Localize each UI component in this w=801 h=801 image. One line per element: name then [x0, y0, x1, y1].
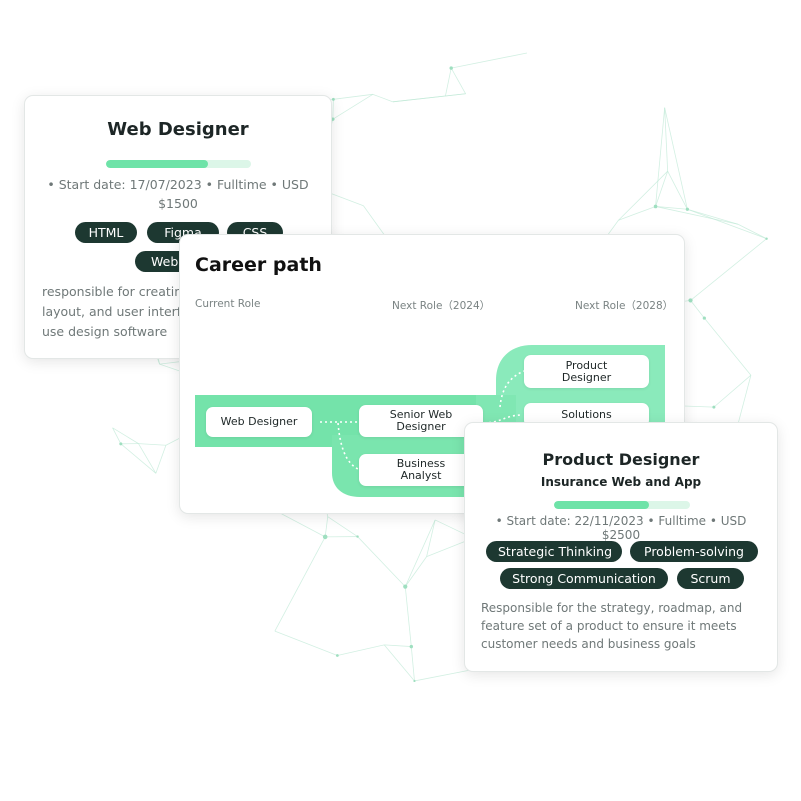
skill-tag: HTML [75, 222, 137, 243]
network-dot [449, 66, 453, 70]
skill-tag: Problem-solving [630, 541, 758, 562]
network-dot [409, 644, 414, 649]
network-line [618, 170, 668, 221]
network-line [112, 427, 139, 444]
column-label-current: Current Role [195, 298, 261, 310]
network-line [404, 556, 427, 587]
product-designer-progress-fill [554, 501, 650, 509]
product-designer-meta: • Start date: 22/11/2023 • Fulltime • US… [495, 514, 747, 542]
web-designer-title: Web Designer [107, 119, 249, 140]
network-line [410, 646, 415, 681]
network-dot [413, 679, 416, 683]
network-line [667, 171, 688, 210]
network-line [704, 317, 752, 376]
column-label-next-2028: Next Role（2028） [575, 300, 674, 312]
role-node-senior-web-designer[interactable]: Senior Web Designer [359, 405, 483, 437]
network-line [333, 93, 373, 100]
network-line [404, 519, 436, 587]
network-line [664, 107, 669, 172]
web-designer-meta-line1: • Start date: 17/07/2023 • Fulltime • US… [47, 177, 309, 192]
network-line [690, 300, 705, 319]
network-line [392, 95, 446, 103]
network-dot [119, 442, 123, 446]
network-line [332, 99, 334, 120]
role-node-label: Web Designer [220, 415, 298, 428]
role-node-product-designer[interactable]: Product Designer [524, 355, 649, 388]
web-designer-progress [106, 160, 251, 168]
network-line [332, 93, 374, 120]
role-node-business-analyst[interactable]: Business Analyst [359, 454, 483, 486]
role-node-label: Business Analyst [396, 457, 446, 482]
web-designer-meta-line2: $1500 [158, 196, 198, 211]
network-line [274, 536, 326, 632]
network-dot [702, 316, 706, 320]
network-dot [322, 534, 328, 540]
network-line [414, 669, 474, 682]
network-line [450, 67, 466, 94]
skill-tag: Scrum [677, 568, 744, 589]
network-dot [653, 204, 658, 209]
network-line [383, 644, 415, 682]
network-line [324, 516, 329, 537]
network-line [372, 93, 394, 103]
network-line [655, 107, 666, 207]
network-dot [685, 207, 689, 211]
web-designer-meta: • Start date: 17/07/2023 • Fulltime • US… [45, 175, 311, 213]
product-designer-progress [554, 501, 690, 509]
network-line [655, 206, 688, 210]
network-dot [356, 535, 359, 538]
network-dot [765, 237, 768, 240]
network-line [713, 374, 752, 408]
network-dot [403, 584, 408, 589]
network-line [404, 586, 412, 647]
network-line [384, 644, 412, 647]
network-line [690, 238, 767, 301]
network-line [737, 223, 767, 240]
network-dot [335, 654, 339, 657]
product-designer-subtitle: Insurance Web and App [540, 475, 702, 489]
column-label-next-2024: Next Role（2024） [392, 300, 491, 312]
network-dot [712, 405, 716, 409]
network-line [357, 536, 406, 587]
network-line [445, 68, 452, 97]
network-line [363, 205, 388, 239]
network-line [618, 206, 656, 221]
network-line [327, 516, 358, 537]
network-line [138, 443, 157, 474]
career-path-title: Career path [195, 254, 322, 276]
network-line [687, 208, 739, 225]
network-line [138, 443, 166, 446]
network-line [655, 171, 669, 207]
skill-tag: Strong Communication [500, 568, 668, 589]
network-line [451, 52, 528, 69]
network-dot [688, 298, 693, 303]
role-node-label: Solutions [561, 408, 612, 421]
network-line [337, 644, 385, 656]
role-node-label: Product Designer [561, 358, 612, 384]
network-line [426, 519, 436, 557]
network-line [112, 427, 122, 445]
network-line [120, 443, 157, 474]
network-line [664, 107, 688, 210]
skill-tag: Strategic Thinking [486, 541, 622, 562]
role-node-web-designer[interactable]: Web Designer [206, 407, 312, 437]
product-designer-title: Product Designer [542, 450, 700, 469]
network-dot [331, 97, 335, 101]
network-line [687, 208, 767, 240]
network-line [655, 206, 739, 225]
product-designer-description: Responsible for the strategy, roadmap, a… [481, 601, 743, 651]
network-line [155, 445, 167, 474]
network-line [274, 630, 338, 656]
product-designer-card[interactable]: Product Designer Insurance Web and App •… [464, 422, 778, 672]
web-designer-progress-fill [106, 160, 208, 168]
role-node-label: Senior Web Designer [389, 408, 453, 433]
